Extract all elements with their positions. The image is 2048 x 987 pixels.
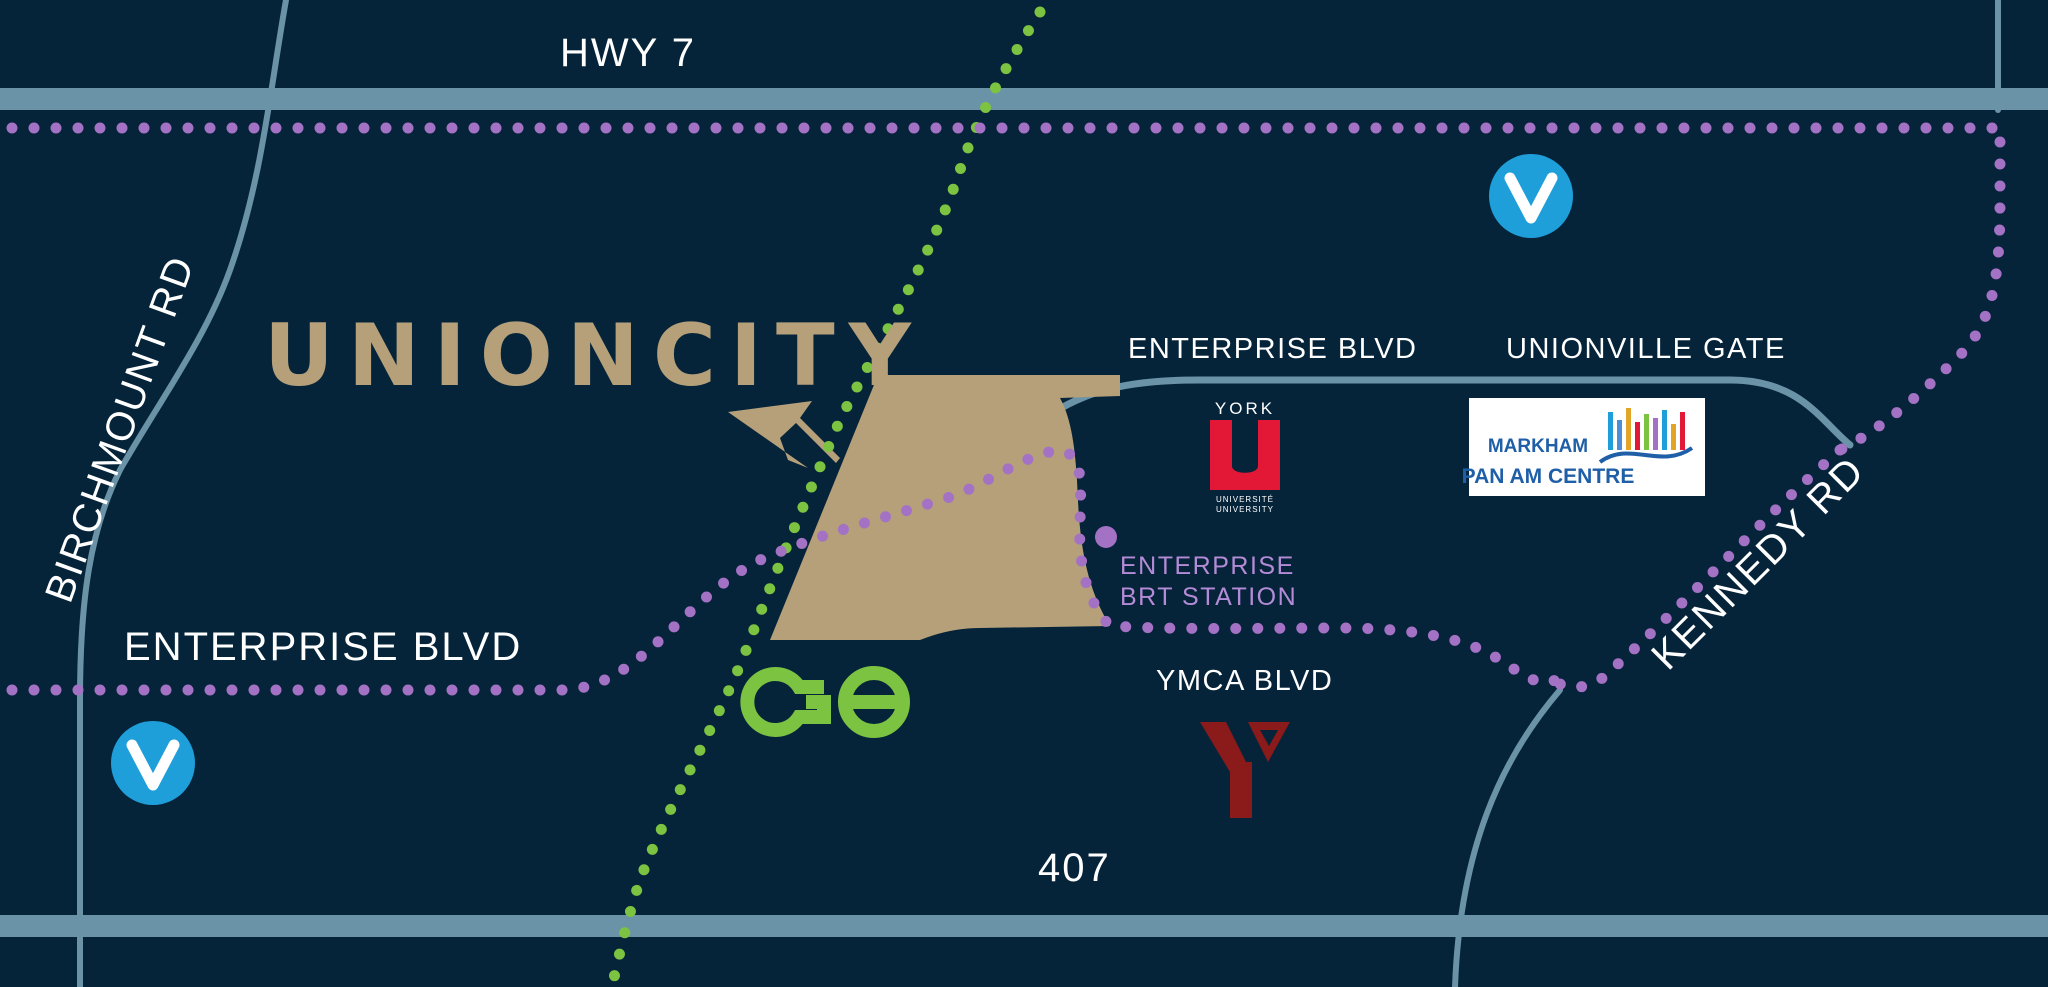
go-transit-icon[interactable] xyxy=(740,666,910,738)
ymca-y-icon[interactable] xyxy=(1200,722,1290,818)
enterprise-east-label: ENTERPRISE BLVD xyxy=(1128,333,1417,365)
viva-badge-circle xyxy=(111,721,195,805)
york-university-logo[interactable]: YORK UNIVERSITÉ UNIVERSITY xyxy=(1210,399,1280,514)
go-o-shape xyxy=(838,666,910,738)
birchmount-road xyxy=(77,0,289,987)
viva-routes xyxy=(6,122,2006,696)
unionville-gate-label: UNIONVILLE GATE xyxy=(1506,333,1786,365)
panam-wave xyxy=(1598,446,1694,464)
site-arrow xyxy=(728,401,840,468)
viva-badge-north[interactable] xyxy=(1489,154,1573,238)
york-bottom-text1: UNIVERSITÉ xyxy=(1216,495,1274,504)
viva-route-enterprise xyxy=(6,444,1561,696)
york-bottom-text2: UNIVERSITY xyxy=(1216,505,1274,514)
ymca-triangle-inner xyxy=(1260,730,1278,746)
hwy407-label: 407 xyxy=(1038,846,1111,890)
ymca-blvd-label: YMCA BLVD xyxy=(1156,665,1333,697)
viva-badge-west[interactable] xyxy=(111,721,195,805)
kennedy-road-south xyxy=(1452,687,1563,987)
panam-line1: MARKHAM xyxy=(1488,436,1588,457)
go-train-line xyxy=(606,6,1046,987)
enterprise-west-label: ENTERPRISE BLVD xyxy=(124,625,522,669)
panam-line2: PAN AM CENTRE xyxy=(1462,465,1635,488)
ymca-y-shape xyxy=(1200,722,1252,818)
viva-v-icon xyxy=(1504,172,1558,224)
go-g-shape xyxy=(740,667,831,737)
york-top-text: YORK xyxy=(1215,399,1275,418)
station-label-line2: BRT STATION xyxy=(1120,583,1297,611)
viva-badge-circle xyxy=(1489,154,1573,238)
viva-v-icon xyxy=(126,739,180,791)
york-u-icon xyxy=(1210,420,1280,490)
viva-route-hwy7 xyxy=(6,122,2006,456)
hwy7-road xyxy=(0,88,2048,110)
hwy407-road xyxy=(0,915,2048,937)
panam-bars-icon xyxy=(1608,408,1685,450)
station-label-line1: ENTERPRISE xyxy=(1120,552,1295,580)
brand-title: UNIONCITY xyxy=(264,306,925,406)
unioncity-site xyxy=(770,375,1120,640)
enterprise-brt-station-dot[interactable] xyxy=(1095,526,1117,548)
markham-pan-am-centre-logo[interactable]: MARKHAM PAN AM CENTRE xyxy=(1462,398,1705,496)
hwy7-label: HWY 7 xyxy=(560,31,696,75)
